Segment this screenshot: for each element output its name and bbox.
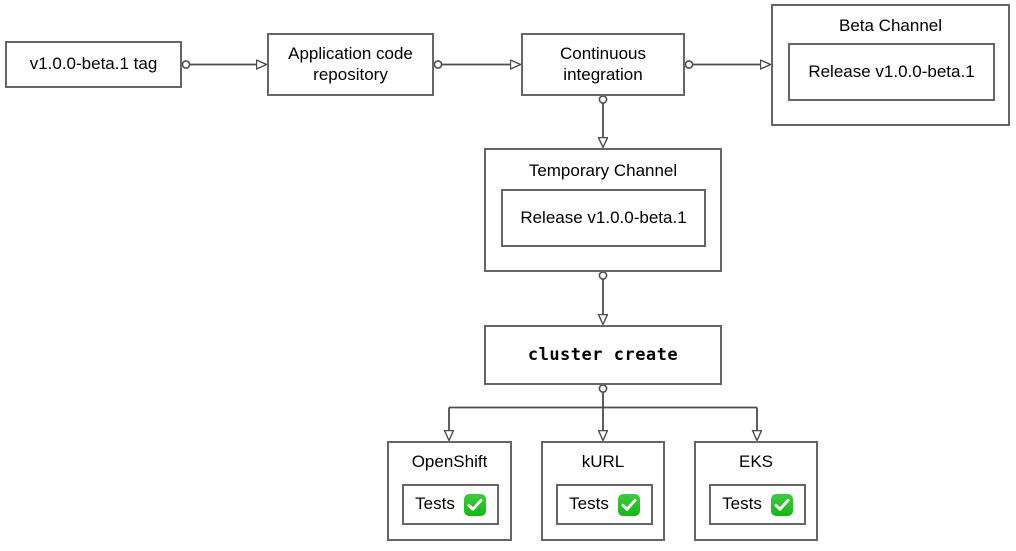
node-temporary-channel-release[interactable]: Release v1.0.0-beta.1 — [501, 189, 706, 247]
node-version-tag-label: v1.0.0-beta.1 tag — [29, 54, 158, 74]
node-openshift-tests-label: Tests — [415, 494, 455, 514]
node-version-tag[interactable]: v1.0.0-beta.1 tag — [5, 41, 182, 88]
node-eks-tests[interactable]: Tests — [709, 484, 806, 525]
node-kurl-tests-label: Tests — [569, 494, 609, 514]
node-continuous-integration-label-line1: Continuous — [559, 43, 646, 63]
node-kurl-title: kURL — [581, 452, 625, 471]
green-check-icon — [617, 493, 640, 516]
green-check-icon — [463, 493, 486, 516]
edge-repo-to-ci — [433, 61, 520, 68]
node-eks-title: EKS — [738, 452, 774, 471]
green-check-icon — [770, 493, 793, 516]
edge-ci-to-beta-channel — [684, 61, 770, 68]
edge-cluster-create-fanout — [449, 384, 757, 440]
edge-temporary-channel-to-cluster-create — [599, 271, 606, 324]
node-continuous-integration[interactable]: Continuous integration — [521, 33, 685, 96]
node-cluster-create-label: cluster create — [527, 344, 679, 365]
node-kurl[interactable]: kURL Tests — [541, 441, 665, 541]
node-eks[interactable]: EKS Tests — [694, 441, 818, 541]
node-application-code-repository-label-line1: Application code — [288, 43, 413, 63]
node-continuous-integration-label-line2: integration — [563, 64, 643, 84]
node-application-code-repository-label-line2: repository — [313, 64, 388, 84]
node-openshift-tests[interactable]: Tests — [402, 484, 499, 525]
node-eks-tests-label: Tests — [722, 494, 762, 514]
node-openshift-title: OpenShift — [411, 452, 488, 471]
node-temporary-channel[interactable]: Temporary Channel Release v1.0.0-beta.1 — [484, 148, 722, 272]
node-temporary-channel-title: Temporary Channel — [528, 161, 678, 180]
node-beta-channel-title: Beta Channel — [838, 16, 943, 35]
node-beta-channel-release-label: Release v1.0.0-beta.1 — [808, 61, 975, 81]
edge-ci-to-temporary-channel — [599, 95, 606, 147]
node-beta-channel-release[interactable]: Release v1.0.0-beta.1 — [788, 43, 995, 101]
node-openshift[interactable]: OpenShift Tests — [387, 441, 512, 541]
node-cluster-create[interactable]: cluster create — [484, 325, 722, 385]
node-kurl-tests[interactable]: Tests — [556, 484, 653, 525]
node-temporary-channel-release-label: Release v1.0.0-beta.1 — [520, 207, 687, 227]
node-application-code-repository[interactable]: Application code repository — [267, 33, 434, 96]
edge-tag-to-repo — [181, 61, 266, 68]
node-beta-channel[interactable]: Beta Channel Release v1.0.0-beta.1 — [771, 4, 1010, 126]
